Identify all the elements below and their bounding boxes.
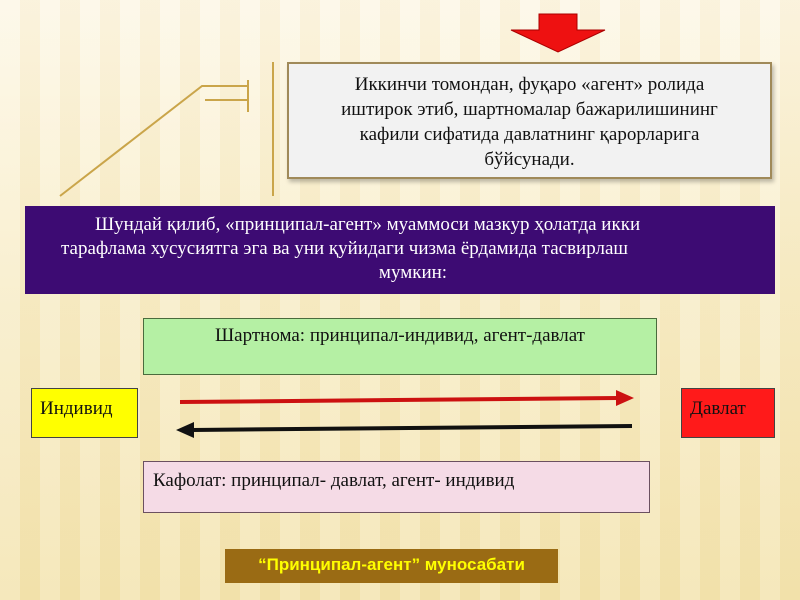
top-text-line: бўйсунади. xyxy=(484,149,575,170)
top-text-box: Иккинчи томондан, фуқаро «агент» ролида … xyxy=(287,62,772,179)
contract-box: Шартнома: принципал-индивид, агент-давла… xyxy=(143,318,657,375)
top-text-line: Иккинчи томондан, фуқаро «агент» ролида xyxy=(354,74,705,95)
intro-text-line: мумкин: xyxy=(378,262,448,283)
intro-text-band: Шундай қилиб, «принципал-агент» муаммоси… xyxy=(25,206,775,294)
top-text-line: иштирок этиб, шартномалар бажарилишининг xyxy=(341,99,718,120)
intro-text-line: тарафлама хусусиятга эга ва уни қуйидаги… xyxy=(61,238,629,259)
individual-box: Индивид xyxy=(31,388,138,438)
guarantee-box: Кафолат: принципал- давлат, агент- индив… xyxy=(143,461,650,513)
arrow-left-icon xyxy=(176,422,633,438)
arrow-right-icon xyxy=(179,390,634,406)
decorative-lines xyxy=(59,62,274,197)
top-text-line: кафили сифатида давлатнинг қарорларига xyxy=(359,124,700,145)
state-box: Давлат xyxy=(681,388,775,438)
intro-text-line: Шундай қилиб, «принципал-агент» муаммоси… xyxy=(95,214,641,235)
relationship-arrows xyxy=(176,390,634,438)
down-arrow-icon xyxy=(510,13,606,53)
diagram-caption: “Принципал-агент” муносабати xyxy=(225,549,558,583)
